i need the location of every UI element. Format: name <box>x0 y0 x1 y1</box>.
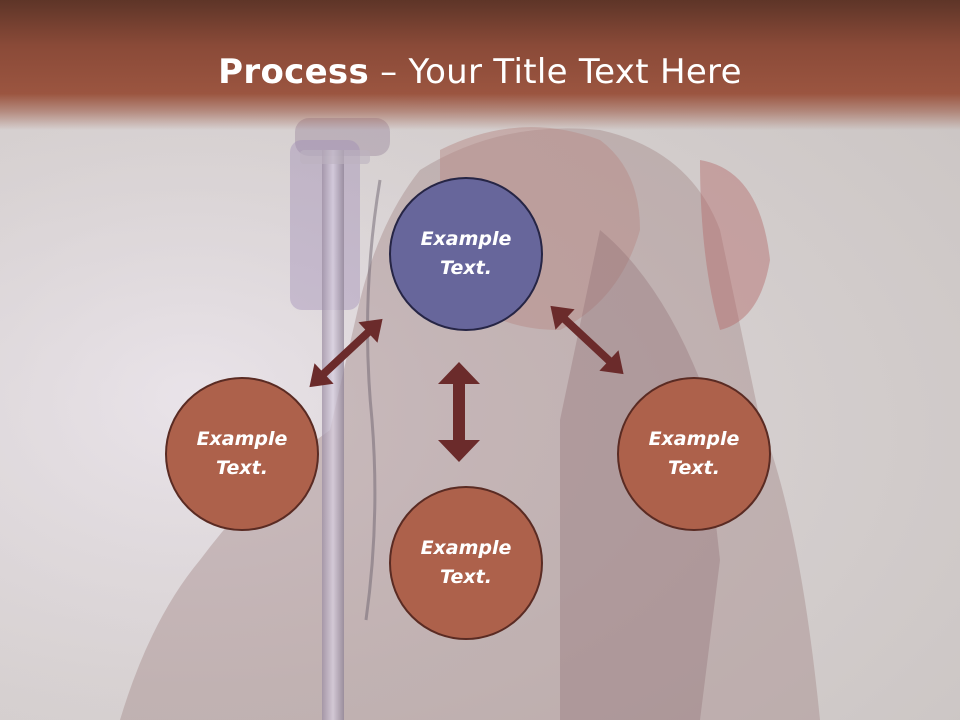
title-bold: Process <box>218 52 370 92</box>
slide-title: Process – Your Title Text Here <box>0 52 960 92</box>
title-bar <box>0 0 960 130</box>
node-left[interactable]: Example Text. <box>165 377 319 531</box>
arrow-top-right <box>550 305 624 375</box>
node-bottom[interactable]: Example Text. <box>389 486 543 640</box>
node-top-label: Example Text. <box>420 228 512 279</box>
arrow-top-left <box>309 318 383 388</box>
node-top[interactable]: Example Text. <box>389 177 543 331</box>
node-bottom-label: Example Text. <box>420 537 512 588</box>
arrow-vertical <box>438 362 480 462</box>
title-rest: Your Title Text Here <box>408 52 742 92</box>
node-right-label: Example Text. <box>648 428 740 479</box>
node-left-label: Example Text. <box>196 428 288 479</box>
title-separator: – <box>369 52 409 92</box>
node-right[interactable]: Example Text. <box>617 377 771 531</box>
